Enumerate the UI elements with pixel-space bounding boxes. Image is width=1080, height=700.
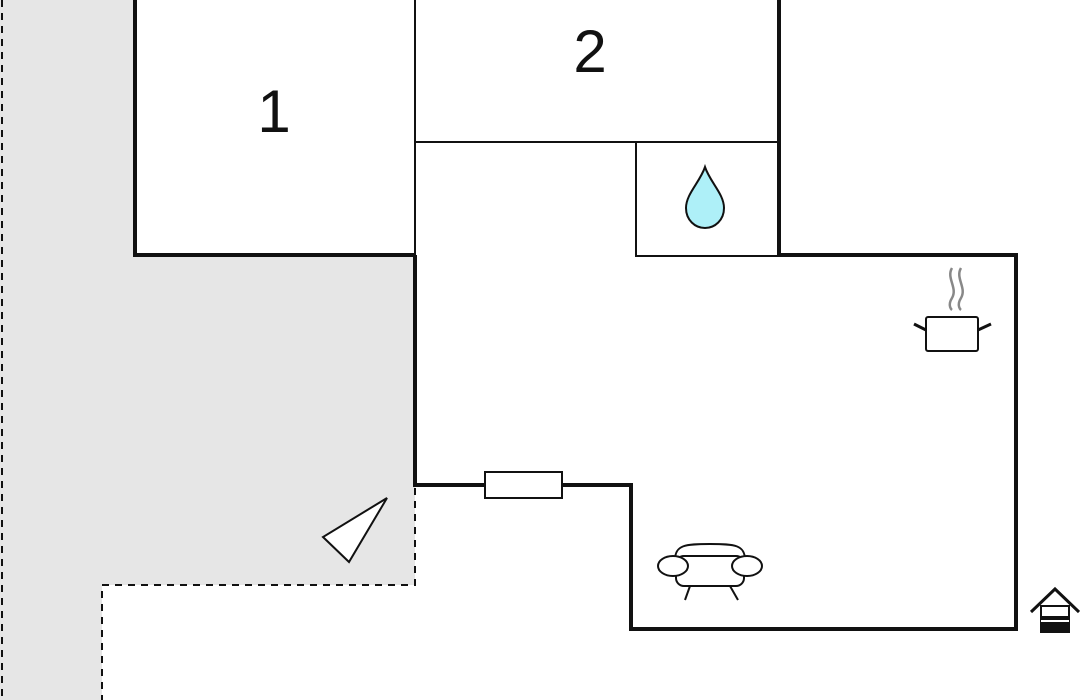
room-1-walls — [133, 0, 415, 257]
cooking-pot-icon — [913, 267, 992, 352]
bathroom-walls — [635, 142, 779, 257]
terrace-area — [0, 0, 415, 700]
house-entrance-icon — [1029, 586, 1080, 633]
sofa-icon — [657, 542, 763, 601]
water-drop-icon — [684, 163, 726, 230]
terrace-triangle-icon — [321, 497, 388, 564]
terrace-dashed-boundary — [1, 0, 416, 700]
window — [484, 471, 563, 499]
room-1 — [135, 0, 415, 255]
room-label-2: 2 — [573, 18, 606, 85]
main-walls — [413, 0, 1018, 631]
room-label-1: 1 — [257, 78, 290, 145]
